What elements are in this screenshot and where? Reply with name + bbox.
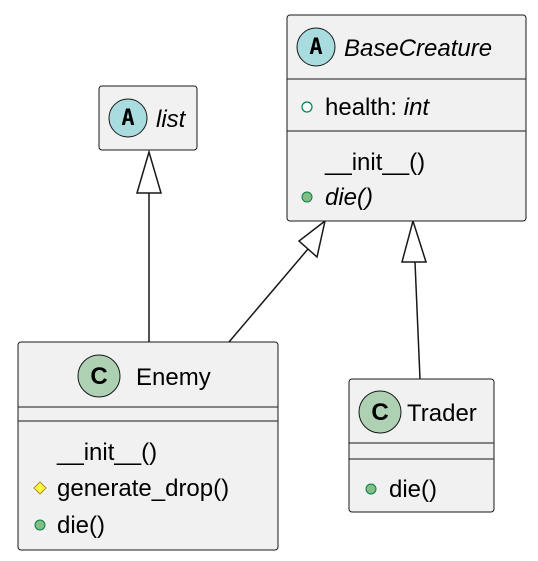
field-health: health: int: [301, 94, 430, 121]
method-init: __init__(): [56, 439, 157, 466]
field-name: health:: [325, 94, 404, 121]
edge-trader-to-basecreature: [401, 218, 428, 380]
filled-circle-icon: [301, 191, 313, 203]
method-name: die(): [389, 476, 437, 503]
method-init: __init__(): [324, 149, 425, 176]
class-enemy[interactable]: C Enemy __init__() generate_drop() die(): [17, 341, 279, 551]
class-name: Trader: [407, 400, 477, 427]
method-die: die(): [301, 184, 373, 211]
abstract-badge-icon: A: [296, 27, 336, 67]
class-list[interactable]: A list: [98, 85, 198, 151]
class-basecreature[interactable]: A BaseCreature health: int __init__() di…: [286, 14, 527, 222]
class-name: Enemy: [136, 364, 211, 391]
method-die: die(): [365, 476, 437, 503]
filled-circle-icon: [34, 519, 46, 531]
method-name: generate_drop(): [57, 475, 229, 502]
method-name: die(): [57, 512, 105, 539]
open-circle-icon: [301, 101, 313, 113]
class-trader[interactable]: C Trader die(): [348, 378, 495, 513]
method-generate-drop: generate_drop(): [33, 475, 229, 502]
stereotype-letter: C: [371, 399, 388, 426]
filled-circle-icon: [365, 483, 377, 495]
diamond-icon: [33, 481, 47, 495]
stereotype-letter: C: [90, 363, 107, 390]
class-name: BaseCreature: [344, 35, 492, 62]
class-name: list: [156, 106, 187, 133]
abstract-badge-icon: A: [108, 98, 148, 138]
edge-enemy-to-basecreature: [228, 219, 327, 343]
inheritance-arrowhead: [135, 149, 163, 194]
inheritance-arrowhead: [297, 219, 327, 259]
class-badge-icon: C: [358, 390, 402, 434]
stereotype-letter: A: [309, 35, 322, 60]
method-die: die(): [34, 512, 105, 539]
method-name: die(): [325, 184, 373, 211]
svg-text:health: int: health: int: [325, 94, 430, 121]
class-badge-icon: C: [77, 354, 121, 398]
stereotype-letter: A: [121, 106, 134, 131]
field-type: int: [404, 94, 431, 121]
edge-enemy-to-list: [135, 149, 163, 342]
inheritance-arrowhead: [401, 218, 428, 263]
